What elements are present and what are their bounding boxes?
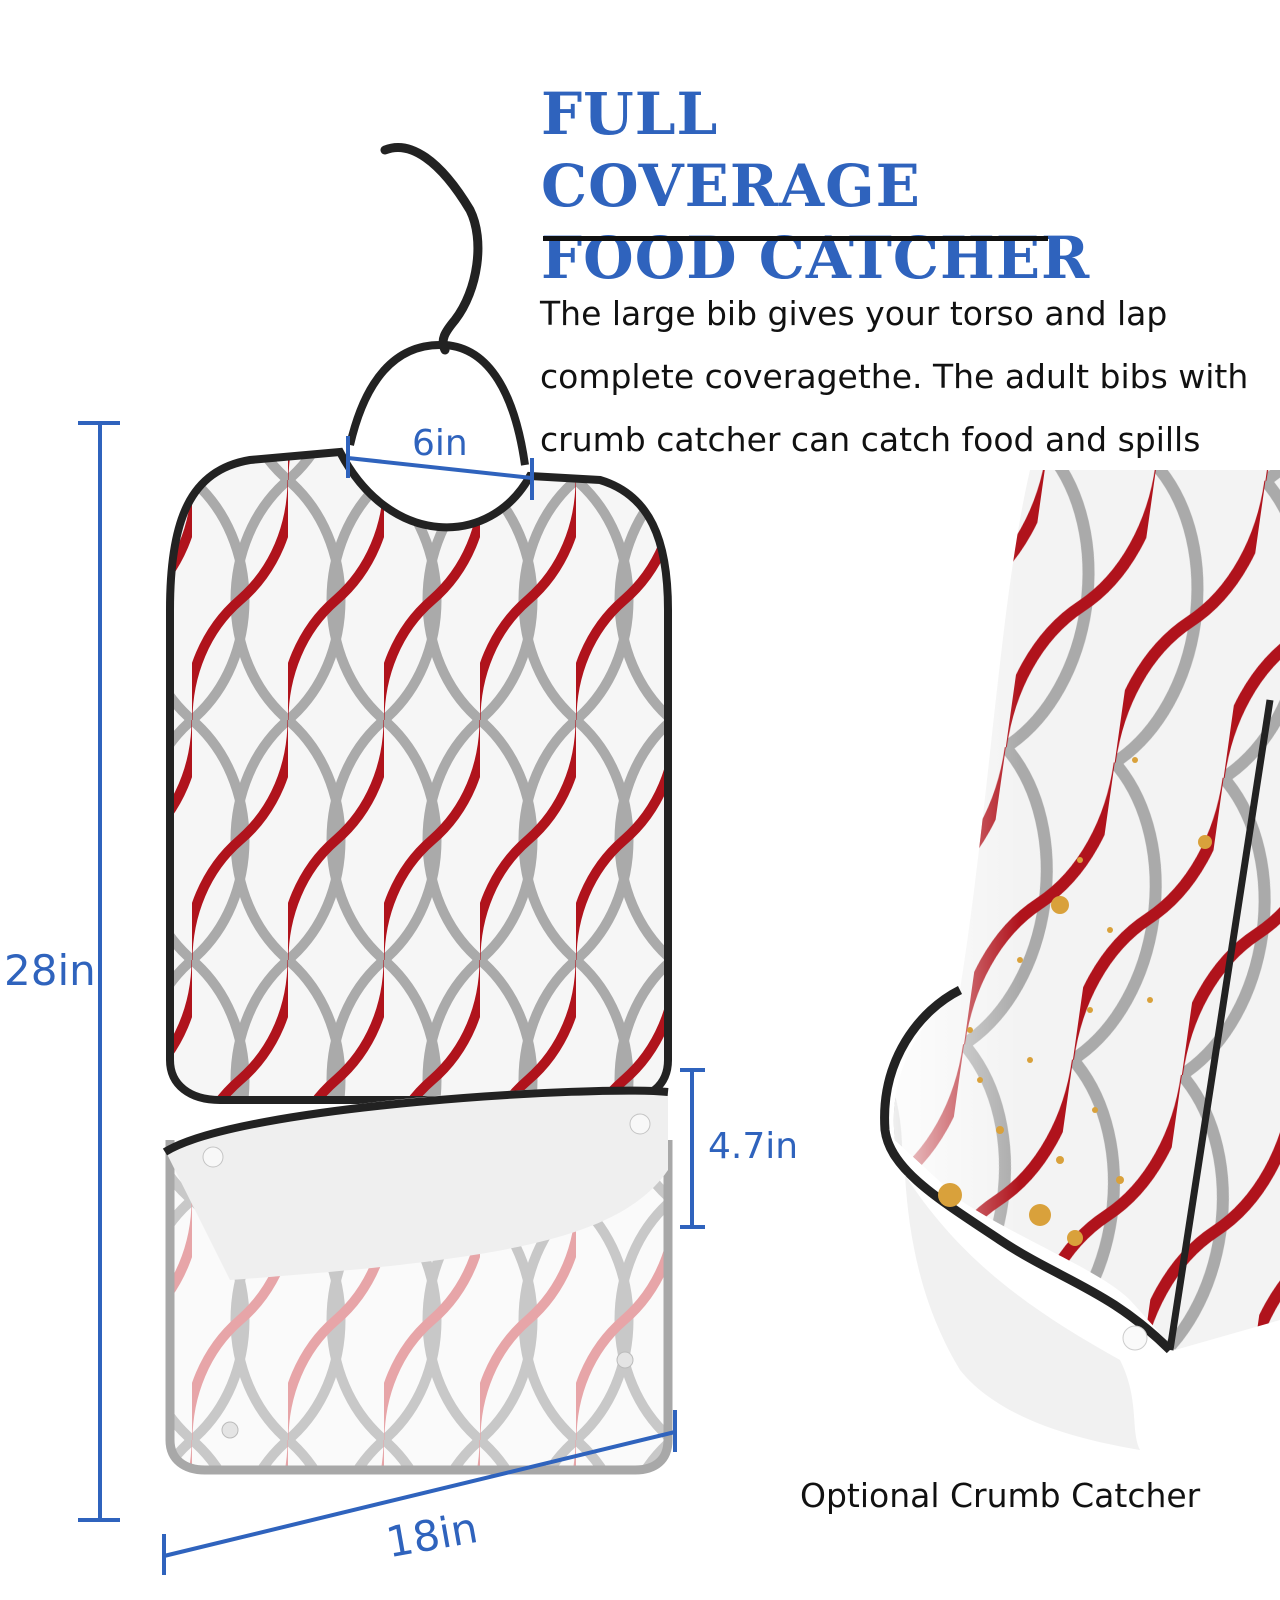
neck-strap bbox=[380, 143, 483, 355]
width-dimension-line bbox=[162, 1410, 677, 1575]
neck-dimension-line bbox=[346, 436, 534, 500]
page-title: FULL COVERAGE FOOD CATCHER bbox=[541, 78, 1101, 294]
title-divider bbox=[543, 236, 1048, 241]
neck-dimension-label: 6in bbox=[412, 423, 468, 464]
pocket-dimension-label: 4.7in bbox=[708, 1126, 798, 1167]
height-dimension-line bbox=[78, 421, 120, 1522]
crumb-pocket bbox=[162, 1086, 669, 1280]
title-line-1: FULL COVERAGE bbox=[541, 80, 921, 220]
crumb-catcher-caption: Optional Crumb Catcher bbox=[800, 1476, 1201, 1515]
description: The large bib gives your torso and lap c… bbox=[540, 282, 1280, 471]
description-line-2: complete coveragethe. The adult bibs wit… bbox=[540, 357, 1249, 396]
pocket-dimension-line bbox=[680, 1068, 705, 1229]
bib-main-panel bbox=[166, 447, 672, 1104]
height-dimension-label: 28in bbox=[4, 946, 96, 995]
title-line-2: FOOD CATCHER bbox=[541, 224, 1091, 292]
width-dimension-label: 18in bbox=[383, 1503, 482, 1567]
neck-loop bbox=[346, 341, 441, 446]
dimension-lines bbox=[78, 421, 705, 1575]
description-line-3: crumb catcher can catch food and spills bbox=[540, 420, 1201, 459]
description-line-1: The large bib gives your torso and lap bbox=[540, 294, 1168, 333]
side-view-bib bbox=[880, 470, 1280, 1450]
